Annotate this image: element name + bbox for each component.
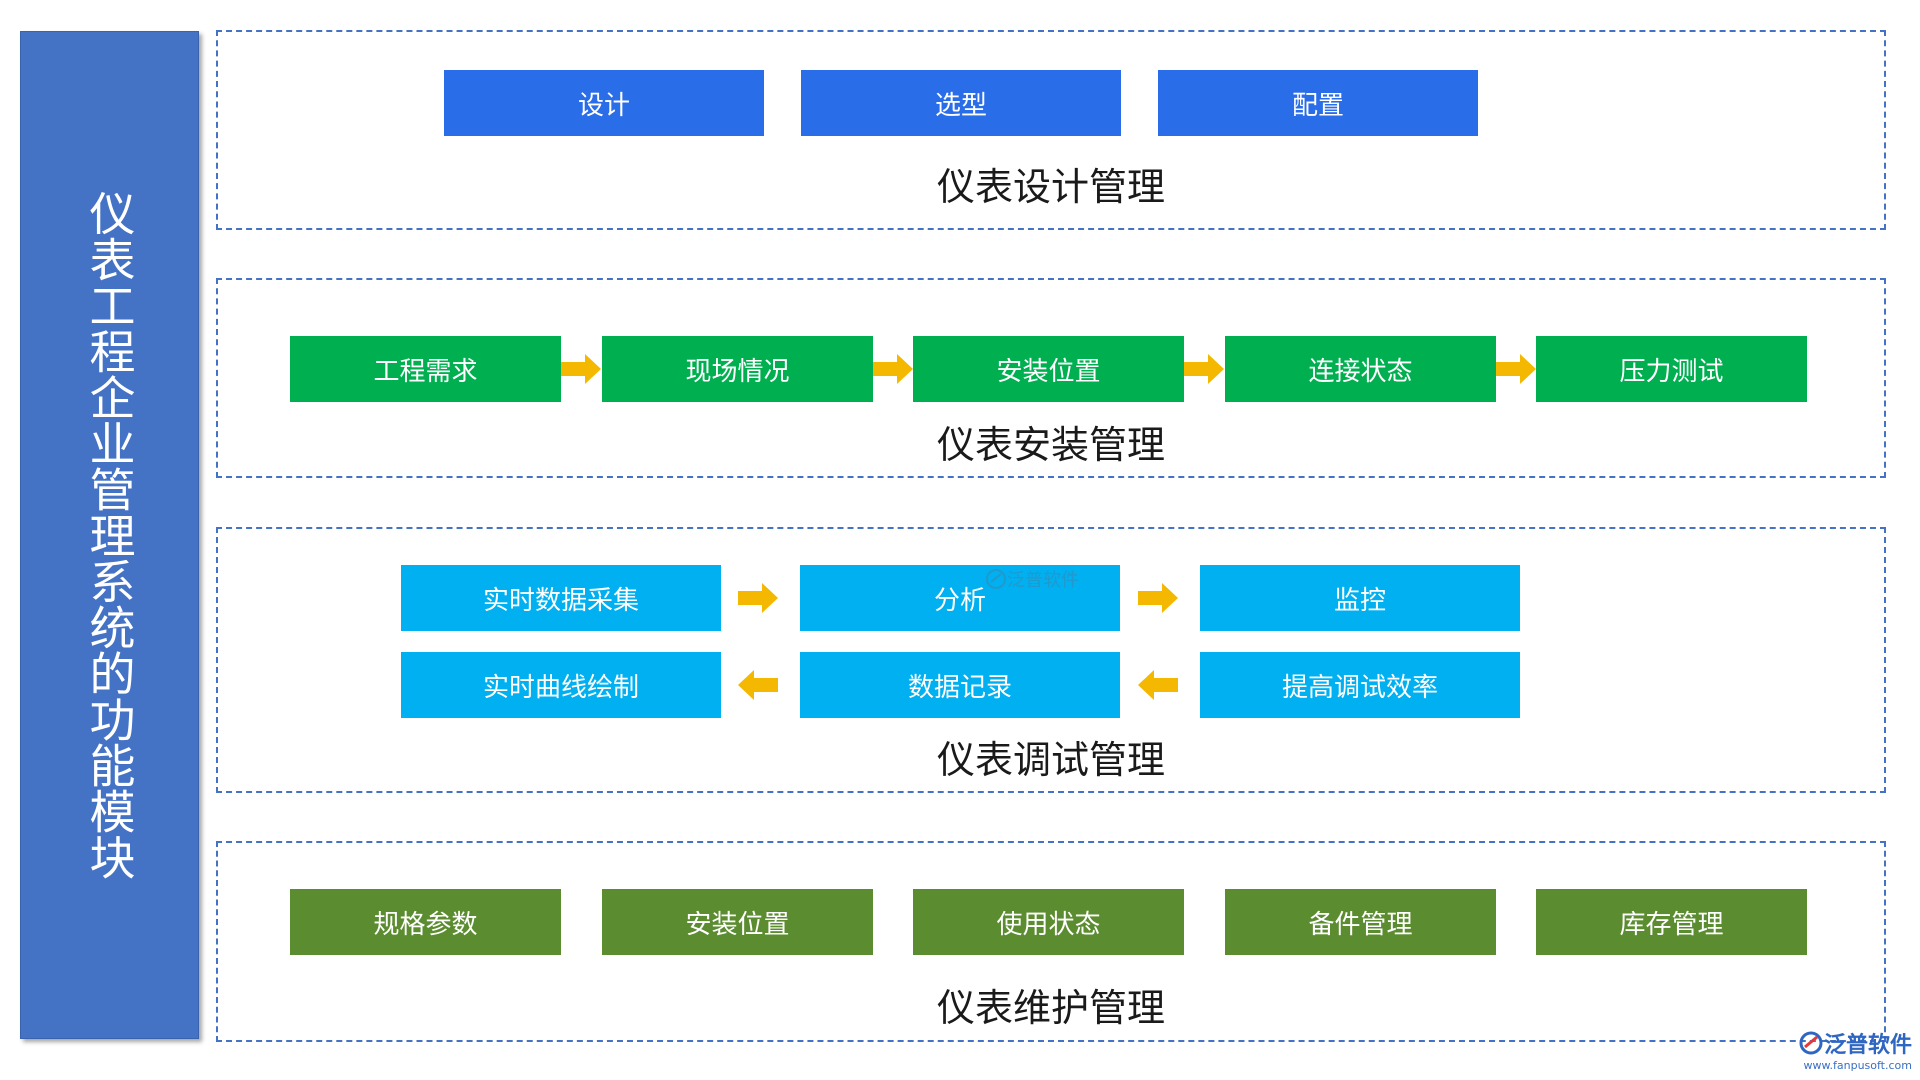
box-usage-status: 使用状态 (913, 889, 1184, 955)
arrow-left-icon (738, 668, 778, 702)
box-design: 设计 (444, 70, 764, 136)
box-improve-debug-efficiency: 提高调试效率 (1200, 652, 1520, 718)
box-install-position-maint: 安装位置 (602, 889, 873, 955)
box-engineering-demand: 工程需求 (290, 336, 561, 402)
box-configuration: 配置 (1158, 70, 1478, 136)
box-monitoring: 监控 (1200, 565, 1520, 631)
box-install-position: 安装位置 (913, 336, 1184, 402)
center-watermark: 泛普软件 (985, 566, 1079, 592)
section-install-label: 仪表安装管理 (936, 423, 1165, 467)
watermark-url: www.fanpusoft.com (1803, 1059, 1912, 1072)
box-analysis: 分析 (800, 565, 1120, 631)
arrow-right-icon (561, 352, 601, 386)
arrow-right-icon (873, 352, 913, 386)
box-site-condition: 现场情况 (602, 336, 873, 402)
fanpu-logo-icon (986, 569, 1006, 589)
center-watermark-text: 泛普软件 (1007, 570, 1079, 591)
box-realtime-data-collection: 实时数据采集 (401, 565, 721, 631)
brand-watermark: 泛普软件 www.fanpusoft.com (1798, 1027, 1912, 1072)
box-data-record: 数据记录 (800, 652, 1120, 718)
arrow-right-icon (1496, 352, 1536, 386)
box-pressure-test: 压力测试 (1536, 336, 1807, 402)
section-install: 工程需求 现场情况 安装位置 连接状态 压力测试 仪表安装管理 (216, 278, 1886, 478)
arrow-right-icon (1184, 352, 1224, 386)
section-debug-label: 仪表调试管理 (936, 738, 1165, 782)
section-design: 设计 选型 配置 仪表设计管理 (216, 30, 1886, 230)
section-maintain-label: 仪表维护管理 (936, 986, 1165, 1030)
fanpu-logo-icon (1799, 1031, 1823, 1055)
box-spec-params: 规格参数 (290, 889, 561, 955)
section-debug: 实时数据采集 分析 监控 实时曲线绘制 数据记录 提高调试效率 仪表调试管理 (216, 527, 1886, 793)
box-realtime-curve-drawing: 实时曲线绘制 (401, 652, 721, 718)
arrow-right-icon (1138, 581, 1178, 615)
side-title: 仪表工程企业管理系统的功能模块 (82, 190, 137, 880)
section-design-label: 仪表设计管理 (936, 165, 1165, 209)
box-connection-status: 连接状态 (1225, 336, 1496, 402)
arrow-right-icon (738, 581, 778, 615)
watermark-brand: 泛普软件 (1823, 1033, 1912, 1058)
box-selection: 选型 (801, 70, 1121, 136)
box-inventory: 库存管理 (1536, 889, 1807, 955)
section-maintain: 规格参数 安装位置 使用状态 备件管理 库存管理 仪表维护管理 (216, 841, 1886, 1042)
arrow-left-icon (1138, 668, 1178, 702)
side-title-bar: 仪表工程企业管理系统的功能模块 (20, 31, 199, 1039)
box-spare-parts: 备件管理 (1225, 889, 1496, 955)
